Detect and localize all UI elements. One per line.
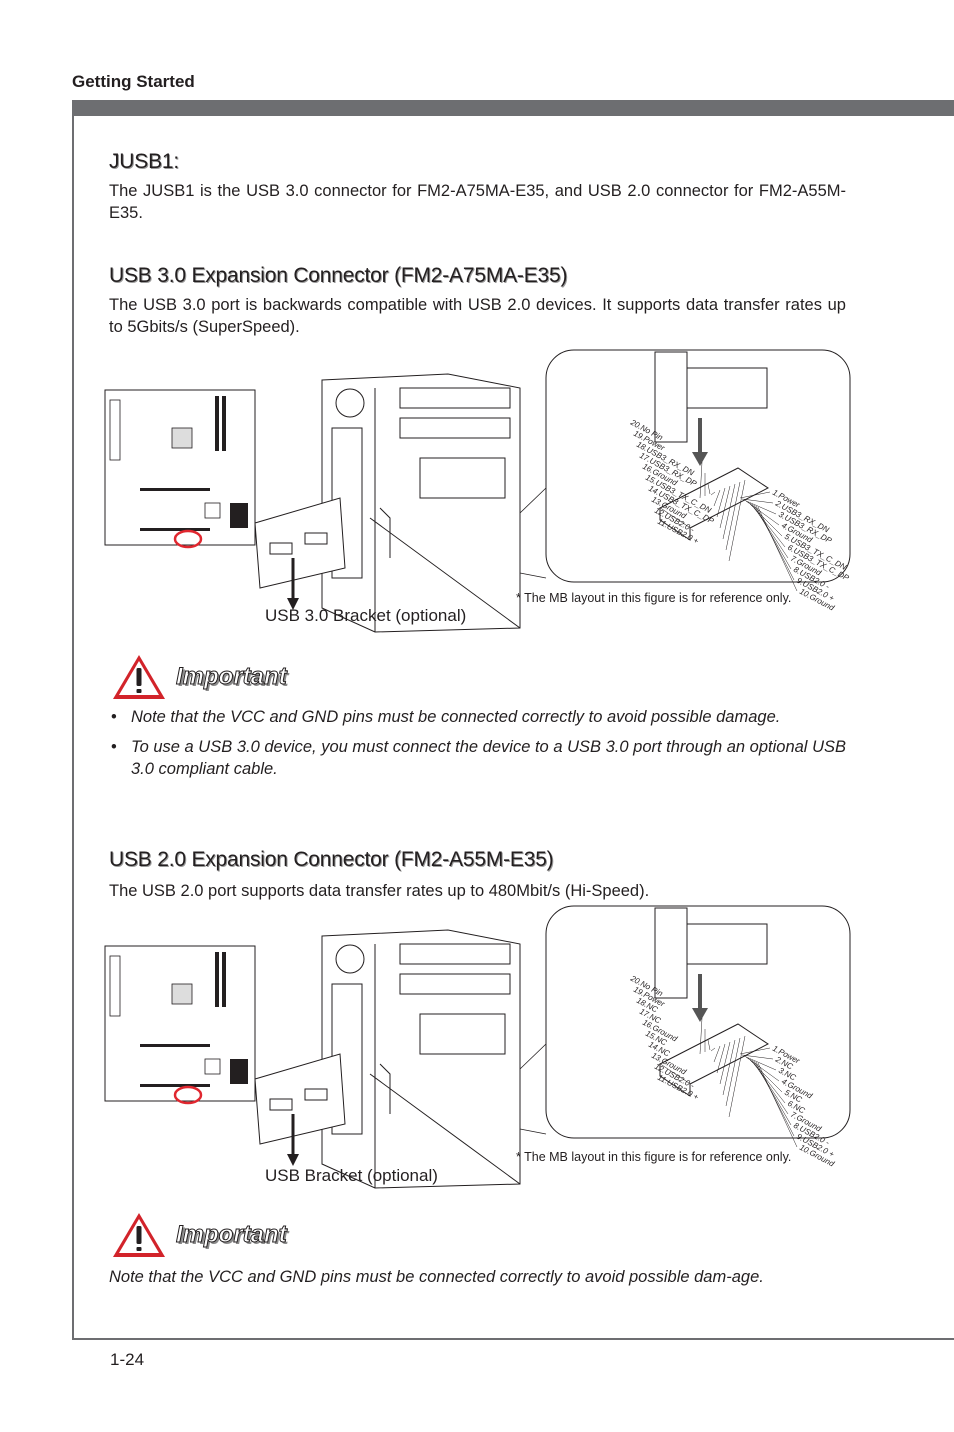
usb2-bracket-caption: USB Bracket (optional) [265, 1166, 438, 1185]
section-label: Getting Started [72, 72, 195, 91]
usb3-description: The USB 3.0 port is backwards compatible… [109, 296, 846, 336]
jusb1-title: JUSB1: [109, 150, 179, 173]
usb3-bracket-caption: USB 3.0 Bracket (optional) [265, 606, 467, 625]
usb3-title: USB 3.0 Expansion Connector (FM2-A75MA-E… [109, 264, 568, 287]
usb2-reference-note: * The MB layout in this figure is for re… [516, 1150, 792, 1164]
pin-leader-line [719, 485, 731, 529]
pin-leader-line [749, 502, 786, 548]
important1-bullet-2: To use a USB 3.0 device, you must connec… [109, 736, 846, 780]
usb3-reference-note: * The MB layout in this figure is for re… [516, 591, 792, 605]
usb3-section: USB 3.0 Expansion Connector (FM2-A75MA-E… [109, 264, 846, 338]
pc-case-illustration [321, 929, 521, 1189]
important2-heading: Important [110, 1210, 287, 1260]
motherboard-illustration [104, 389, 256, 546]
pin-header-connector [659, 1023, 769, 1097]
pin-leader-line [713, 489, 721, 507]
pin-leader-line [728, 1035, 746, 1118]
footer-rule [72, 1338, 954, 1340]
pin-leader-line [741, 1054, 774, 1060]
pc-case-illustration [321, 373, 521, 633]
pin-leader-line [739, 491, 771, 499]
important1-heading: Important [110, 652, 287, 702]
jusb1-section: JUSB1: The JUSB1 is the USB 3.0 connecto… [109, 150, 846, 224]
pin-leader-line [722, 483, 736, 540]
pin-leader-line [739, 1047, 771, 1055]
pin-leader-line [755, 1061, 795, 1137]
important1-label: Important [176, 663, 288, 691]
pin-leader-line [716, 487, 726, 518]
important1-body: Note that the VCC and GND pins must be c… [109, 706, 846, 788]
pin-leader-line [722, 1039, 736, 1096]
header-plug [654, 907, 768, 999]
pin-leader-line [710, 1047, 716, 1052]
pin-header-connector [659, 467, 769, 541]
left-rule [72, 100, 74, 1340]
usb2-description: The USB 2.0 port supports data transfer … [109, 882, 650, 900]
important2-text: Note that the VCC and GND pins must be c… [109, 1268, 764, 1286]
usb2-section: USB 2.0 Expansion Connector (FM2-A55M-E3… [109, 848, 846, 902]
usb2-diagram: 20.No Pin19.Power18.NC17.NC16.Ground15.N… [104, 905, 851, 1189]
pin-leader-line [716, 1043, 726, 1074]
pin-leader-line [699, 1017, 703, 1055]
pin-leader-line [713, 1045, 721, 1063]
important2-label: Important [176, 1221, 288, 1249]
important1-bullet-1: Note that the VCC and GND pins must be c… [109, 706, 846, 728]
pin-leader-line [710, 491, 716, 496]
pin-leader-line [757, 506, 798, 592]
pin-leader-line [725, 481, 741, 551]
motherboard-illustration [104, 945, 256, 1102]
pin-leader-line [753, 1060, 792, 1126]
usb-bracket-illustration [254, 1053, 346, 1145]
pin-leader-line [719, 1041, 731, 1085]
jusb1-description: The JUSB1 is the USB 3.0 connector for F… [109, 182, 846, 222]
pin-leader-line [741, 498, 774, 504]
jusb1-highlight [173, 1085, 203, 1105]
pin-leader-line [753, 504, 792, 570]
pin-leader-line [751, 503, 789, 559]
pin-leader-line [707, 483, 711, 495]
pin-leader-line [749, 1058, 786, 1104]
warning-icon [113, 655, 165, 699]
warning-icon [113, 1213, 165, 1257]
usb-bracket-illustration [254, 497, 346, 589]
pinout-zoom-panel [545, 905, 851, 1139]
pin-leader-line [755, 505, 795, 581]
important1-list: Note that the VCC and GND pins must be c… [109, 706, 846, 780]
jusb1-highlight [173, 529, 203, 549]
important2-body: Note that the VCC and GND pins must be c… [109, 1266, 846, 1288]
pin-leader-line [707, 1039, 711, 1051]
usb3-diagram: 20.No Pin19.Power18.USB3_RX_DN17.USB3_RX… [104, 349, 851, 633]
pin-leader-line [751, 1059, 789, 1115]
header-bar [72, 100, 954, 116]
pin-leader-line [725, 1037, 741, 1107]
pinout-zoom-panel [545, 349, 851, 583]
usb2-title: USB 2.0 Expansion Connector (FM2-A55M-E3… [109, 848, 554, 871]
pin-leader-line [743, 1055, 777, 1071]
pin-leader-line [757, 1062, 798, 1148]
header-plug [654, 351, 768, 443]
pin-leader-line [699, 461, 703, 499]
page-number: 1-24 [110, 1350, 145, 1369]
pin-leader-line [743, 499, 777, 515]
pin-leader-line [728, 479, 746, 562]
